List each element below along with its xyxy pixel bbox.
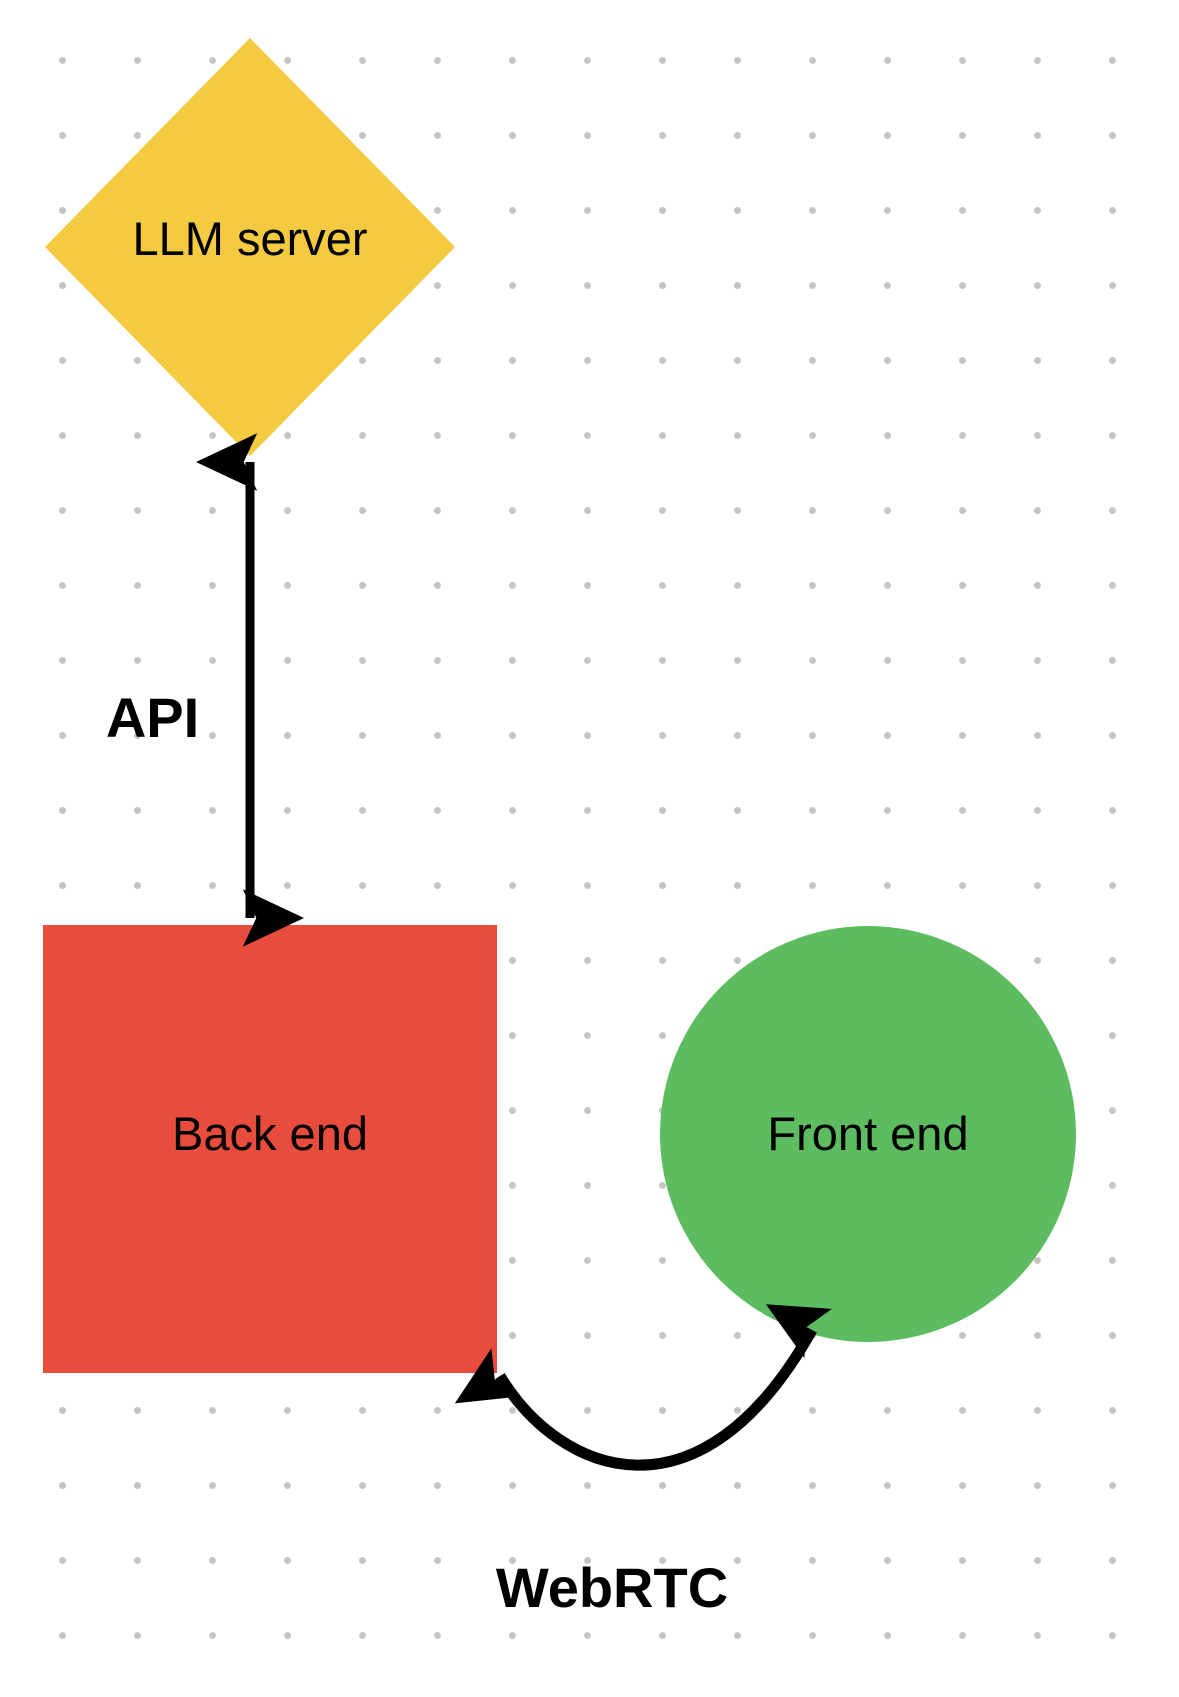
edge-label-webrtc: WebRTC — [495, 1556, 729, 1619]
edge-label-api: API — [105, 686, 200, 749]
node-label-front-end: Front end — [767, 1107, 969, 1160]
node-shape-llm-server[interactable] — [45, 38, 455, 456]
edge-webrtc-curve[interactable] — [454, 1304, 832, 1471]
node-label-llm-server: LLM server — [132, 212, 368, 265]
node-shape-back-end[interactable] — [43, 925, 497, 1373]
node-label-back-end: Back end — [172, 1107, 368, 1160]
node-shape-front-end[interactable] — [660, 926, 1076, 1342]
